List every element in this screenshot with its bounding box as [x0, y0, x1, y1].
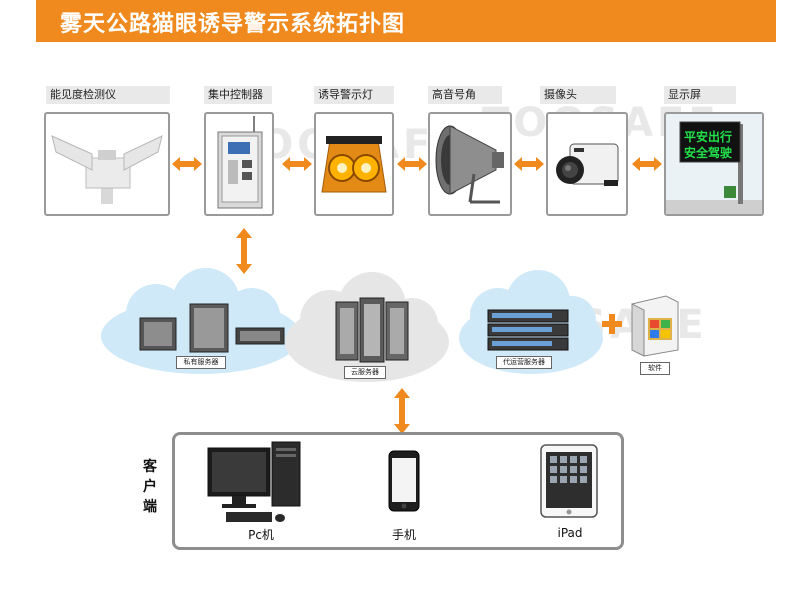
led-sign-line1: 平安出行	[684, 130, 733, 144]
device-label-display: 显示屏	[664, 86, 736, 104]
device-camera	[546, 112, 628, 216]
double-arrow-icon	[514, 157, 544, 171]
device-label-warning-light: 诱导警示灯	[314, 86, 394, 104]
client-title-char: 端	[143, 499, 157, 515]
visibility-meter-icon	[51, 135, 163, 204]
double-arrow-icon	[282, 157, 312, 171]
led-sign-line2: 安全驾驶	[684, 146, 733, 160]
vertical-double-arrow-icon	[236, 228, 252, 274]
cloud-hosted	[459, 270, 603, 374]
tablet-icon	[540, 444, 598, 518]
device-label-controller: 集中控制器	[204, 86, 272, 104]
cloud-server-label: 云服务器	[344, 366, 386, 379]
cloud-public	[285, 272, 449, 382]
double-arrow-icon	[632, 157, 662, 171]
hosted-server-label: 代运营服务器	[496, 356, 552, 369]
double-arrow-icon	[397, 157, 427, 171]
camera-icon	[556, 143, 619, 186]
device-visibility-meter	[44, 112, 170, 216]
software-label: 软件	[640, 362, 670, 375]
device-warning-light	[314, 112, 394, 216]
vertical-double-arrow-icon	[394, 388, 410, 434]
desktop-pc-icon	[207, 441, 301, 522]
client-label-phone: 手机	[391, 528, 416, 542]
double-arrow-icon	[172, 157, 202, 171]
software-box-icon	[631, 295, 679, 357]
control-cabinet-icon	[217, 116, 263, 209]
smartphone-icon	[388, 450, 420, 512]
plus-icon	[602, 314, 622, 334]
client-title-char: 客	[143, 459, 157, 475]
led-sign-icon	[666, 114, 762, 214]
client-label-ipad: iPad	[557, 526, 583, 540]
page-title: 雾天公路猫眼诱导警示系统拓扑图	[60, 12, 406, 37]
horn-speaker-icon	[435, 125, 504, 204]
device-label-visibility: 能见度检测仪	[46, 86, 170, 104]
title-bar: 雾天公路猫眼诱导警示系统拓扑图	[36, 0, 776, 42]
device-label-horn: 高音号角	[428, 86, 502, 104]
device-horn	[428, 112, 512, 216]
warning-light-icon	[321, 136, 387, 193]
private-server-label: 私有服务器	[176, 356, 226, 369]
device-control-cabinet	[204, 112, 274, 216]
cloud-private	[101, 268, 301, 374]
device-label-camera: 摄像头	[540, 86, 616, 104]
client-label-pc: Pc机	[248, 528, 274, 542]
device-led-display: 平安出行 安全驾驶	[664, 112, 764, 216]
client-title-char: 户	[143, 479, 157, 495]
